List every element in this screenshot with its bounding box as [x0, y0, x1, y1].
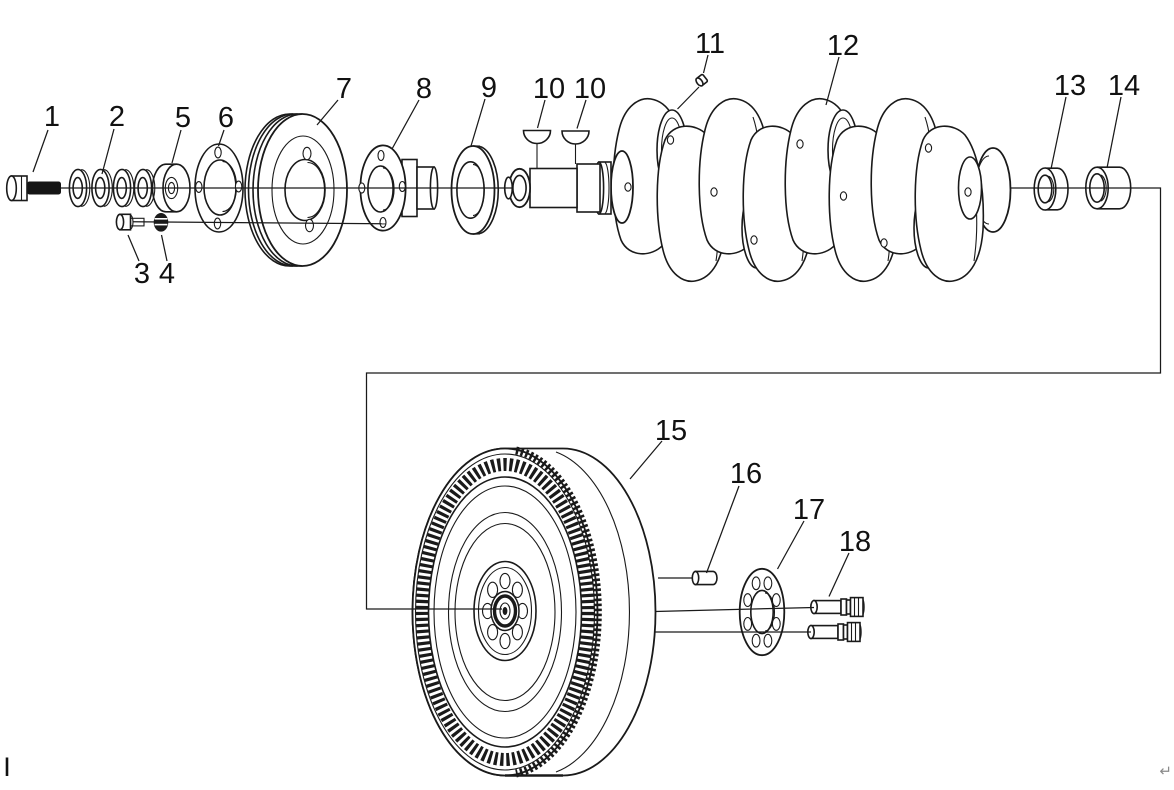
- assembly-axis-lines: [61, 187, 1162, 633]
- leader-16: [705, 485, 740, 574]
- leader-4: [160, 234, 168, 262]
- leader-15: [629, 440, 663, 480]
- callout-label-8: 8: [416, 73, 432, 105]
- callout-label-1: 1: [44, 101, 60, 133]
- ring-gear-teeth: [415, 458, 595, 766]
- part-15-flywheel: [411, 446, 657, 778]
- callout-label-18: 18: [839, 526, 871, 558]
- callout-label-17: 17: [793, 494, 825, 526]
- part-1-pulley-bolt: [5, 175, 61, 202]
- leader-8: [391, 99, 420, 150]
- leader-11b: [677, 86, 700, 110]
- crankshaft-oil-holes: [624, 135, 972, 248]
- callout-label-10a: 10: [533, 73, 565, 105]
- flywheel-center-bearing: [490, 590, 520, 632]
- leader-9: [470, 98, 486, 147]
- callout-label-6: 6: [218, 102, 234, 134]
- lower-bolt-axis-line: [132, 221, 387, 225]
- callout-label-16: 16: [730, 458, 762, 490]
- part-9-seal-ring: [450, 145, 500, 235]
- leader-13: [1050, 96, 1067, 170]
- callout-label-3: 3: [134, 258, 150, 290]
- part-18-flywheel-bolts: [806, 596, 865, 643]
- callout-label-12: 12: [827, 30, 859, 62]
- callout-label-5: 5: [175, 102, 191, 134]
- flywheel-bolt-holes: [481, 572, 529, 650]
- ring-gear-rim-teeth: [515, 446, 602, 778]
- callout-label-2: 2: [109, 101, 125, 133]
- part-10-woodruff-keys: [522, 129, 590, 169]
- callout-label-9: 9: [481, 72, 497, 104]
- bolt-shank: [27, 181, 61, 195]
- leader-6: [217, 129, 225, 147]
- flywheel-bolt: [806, 621, 862, 643]
- leader-3: [127, 234, 140, 262]
- callout-labels: 1 2 3 4 5 6 7 8 9 10 10 11 12 13 14 15 1…: [44, 28, 1140, 558]
- rear-axis-routing-line: [365, 187, 1162, 610]
- leader-10b: [576, 99, 587, 129]
- callout-label-14: 14: [1108, 70, 1140, 102]
- part-11-pin: [695, 73, 709, 87]
- leader-17: [776, 520, 805, 570]
- leader-10a: [536, 99, 546, 129]
- part-13-ring: [1033, 167, 1069, 211]
- leader-11a: [702, 54, 709, 74]
- callout-label-7: 7: [336, 73, 352, 105]
- part-17-bolt-plate: [738, 567, 786, 657]
- upper-flywheel-bolt-axis: [654, 606, 815, 613]
- leader-18: [828, 552, 850, 597]
- paragraph-return-mark: ↵: [1159, 763, 1172, 780]
- leader-2: [101, 128, 115, 175]
- leader-14: [1106, 96, 1122, 169]
- callout-label-10b: 10: [574, 73, 606, 105]
- callout-label-4: 4: [159, 258, 175, 290]
- flywheel-bolt: [809, 596, 865, 618]
- callout-label-15: 15: [655, 415, 687, 447]
- callout-leaders: [32, 54, 1122, 597]
- part-12-crankshaft: [503, 97, 1012, 283]
- leader-5: [171, 129, 182, 164]
- leader-12: [825, 56, 840, 106]
- callout-label-11: 11: [695, 28, 725, 60]
- leader-7: [316, 99, 339, 126]
- callout-label-13: 13: [1054, 70, 1086, 102]
- part-16-dowel-pin: [691, 570, 718, 586]
- part-7-crankshaft-pulley: [244, 113, 348, 267]
- leader-1: [32, 129, 49, 173]
